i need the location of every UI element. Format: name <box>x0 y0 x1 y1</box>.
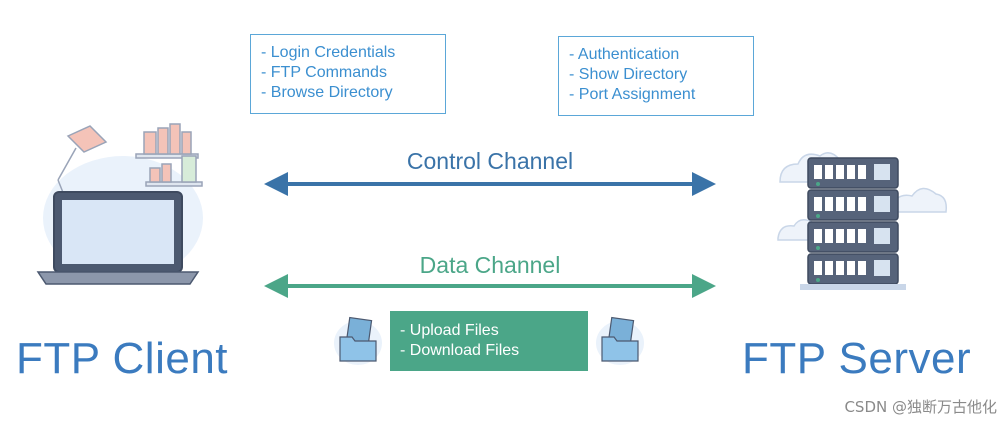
server-info-item: - Authentication <box>569 46 680 63</box>
data-channel-arrow <box>264 274 716 298</box>
control-channel-arrow <box>264 172 716 196</box>
client-info-item: - Login Credentials <box>261 44 396 61</box>
photo-folder-icon <box>596 316 644 365</box>
server-info-item: - Show Directory <box>569 66 688 83</box>
client-info-box: - Login Credentials - FTP Commands - Bro… <box>250 34 446 114</box>
data-transfer-item: - Download Files <box>400 342 520 359</box>
watermark-text: CSDN @独断万古他化 <box>844 398 997 416</box>
client-title: FTP Client <box>16 334 229 383</box>
server-rack-icon <box>777 152 948 290</box>
server-info-box: - Authentication - Show Directory - Port… <box>558 36 754 116</box>
client-info-item: - FTP Commands <box>261 64 387 81</box>
control-channel-label: Control Channel <box>406 148 574 174</box>
laptop-desk-icon <box>36 123 203 285</box>
data-channel-label: Data Channel <box>419 252 561 278</box>
data-transfer-item: - Upload Files <box>400 322 499 339</box>
client-info-item: - Browse Directory <box>261 84 393 101</box>
data-transfer-box: - Upload Files - Download Files <box>390 311 588 371</box>
server-title: FTP Server <box>742 334 972 383</box>
photo-folder-icon <box>334 316 382 365</box>
server-info-item: - Port Assignment <box>569 86 696 103</box>
